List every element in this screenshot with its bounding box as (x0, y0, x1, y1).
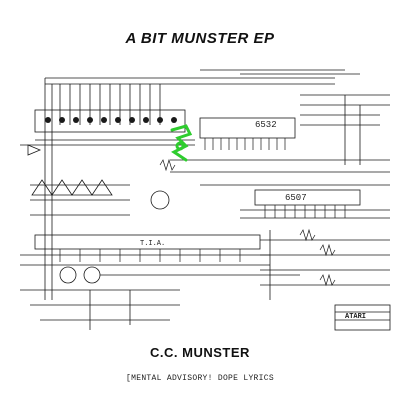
album-title: A BIT MUNSTER EP (125, 30, 275, 47)
advisory-text: [MENTAL ADVISORY! DOPE LYRICS (126, 374, 274, 383)
artist-name: C.C. MUNSTER (150, 345, 250, 360)
atari-logo-text: ATARI (345, 313, 366, 321)
chip-label-6507: 6507 (285, 193, 307, 203)
chip-label-tia: T.I.A. (140, 240, 165, 248)
chip-label-6532: 6532 (255, 120, 277, 130)
green-glyph-icon (170, 124, 193, 162)
